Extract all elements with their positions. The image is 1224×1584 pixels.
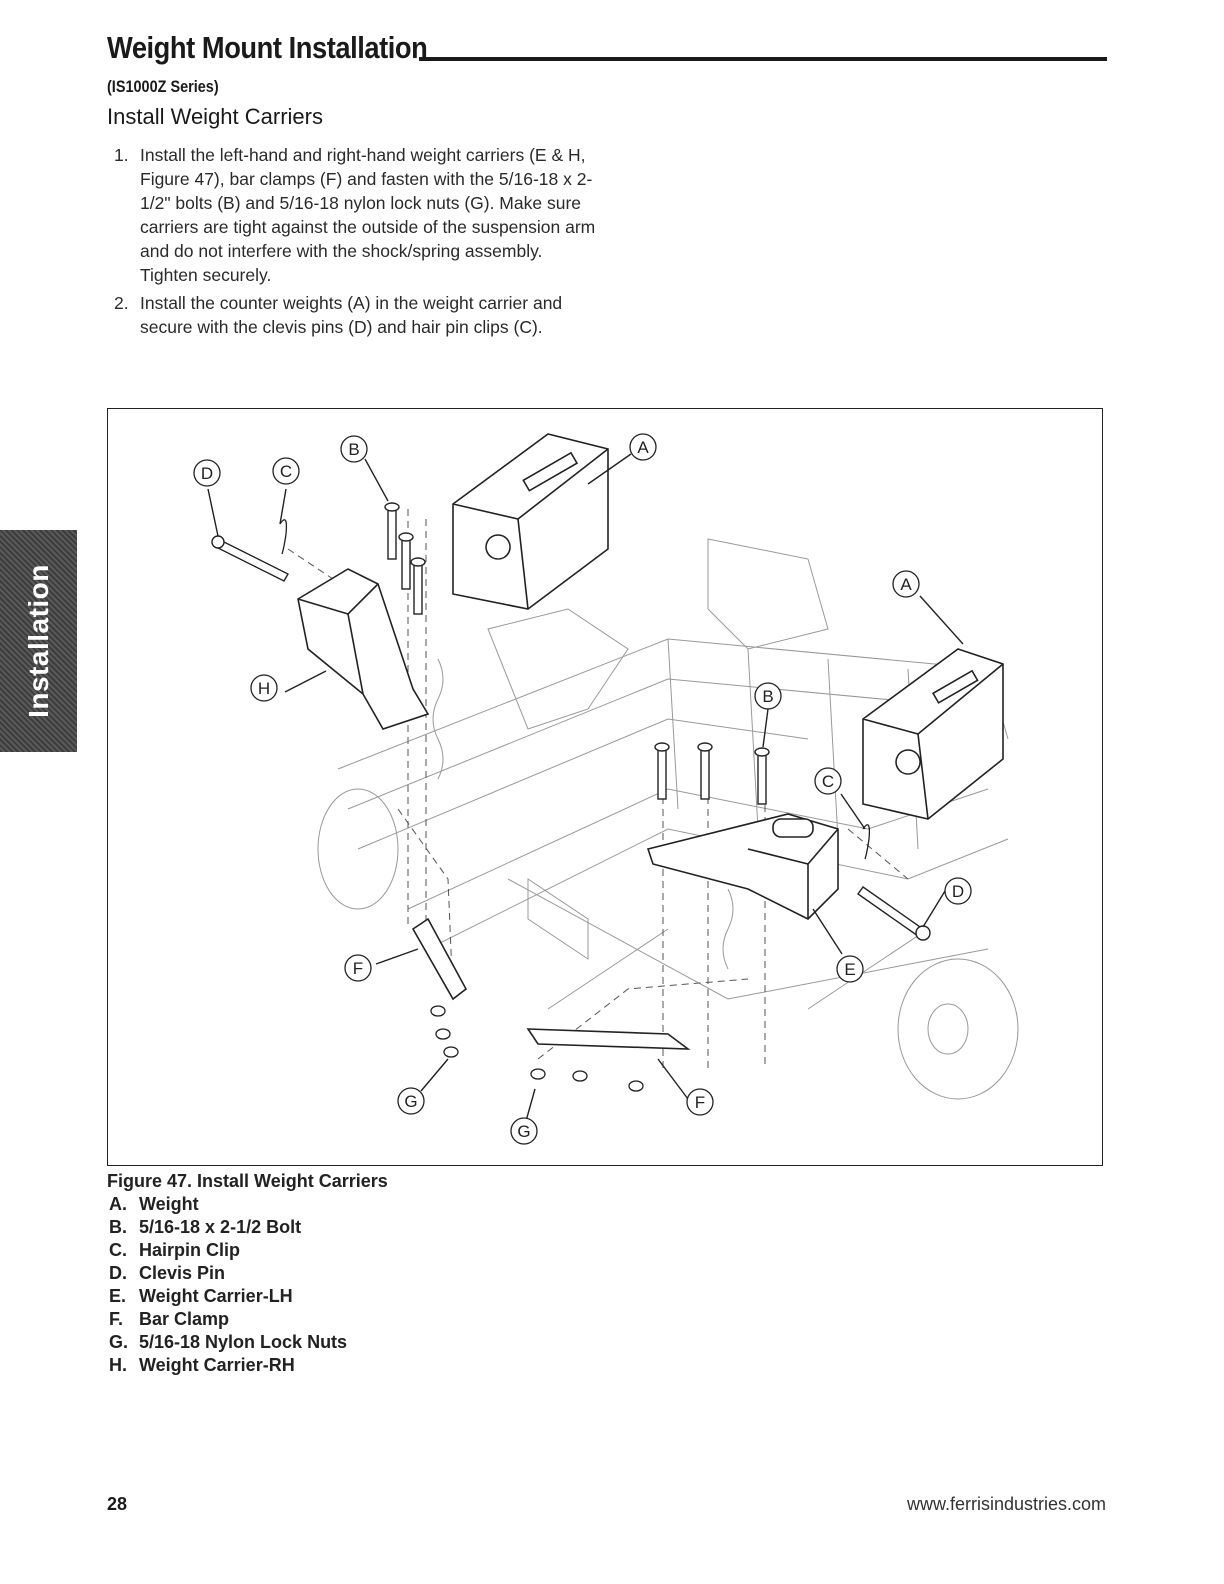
callout-b: B <box>348 440 359 459</box>
callout-f: F <box>353 959 363 978</box>
step-number: 1. <box>114 145 129 165</box>
legend-item: H. Weight Carrier-RH <box>107 1354 388 1377</box>
legend-key: A. <box>109 1194 127 1214</box>
legend-item: C. Hairpin Clip <box>107 1239 388 1262</box>
legend-label: 5/16-18 Nylon Lock Nuts <box>139 1332 348 1352</box>
step-text: Install the counter weights (A) in the w… <box>140 293 563 337</box>
legend-key: G. <box>109 1332 129 1352</box>
callout-g: G <box>404 1092 417 1111</box>
legend-label: 5/16-18 x 2-1/2 Bolt <box>139 1217 302 1237</box>
callout-f: F <box>695 1093 705 1112</box>
figure-47: D C B A A H B C D E F F G G <box>107 408 1103 1166</box>
legend-item: A. Weight <box>107 1193 388 1216</box>
legend-key: C. <box>109 1240 127 1260</box>
step-number: 2. <box>114 293 129 313</box>
figure-caption: Figure 47. Install Weight Carriers A. Wei… <box>107 1170 388 1377</box>
side-tab-label: Installation <box>22 564 54 718</box>
legend-item: D. Clevis Pin <box>107 1262 388 1285</box>
legend-label: Weight Carrier-RH <box>139 1355 295 1375</box>
section-side-tab: Installation <box>0 530 77 752</box>
callout-d: D <box>201 464 213 483</box>
callout-g: G <box>517 1122 530 1141</box>
legend-label: Weight <box>139 1194 199 1214</box>
callout-h: H <box>258 679 270 698</box>
callout-c: C <box>822 772 834 791</box>
section-heading: Install Weight Carriers <box>107 104 323 129</box>
page-title: Weight Mount Installation <box>107 30 428 65</box>
callout-d: D <box>952 882 964 901</box>
legend-item: E. Weight Carrier-LH <box>107 1285 388 1308</box>
instruction-step: 2. Install the counter weights (A) in th… <box>110 291 600 339</box>
instruction-step: 1. Install the left-hand and right-hand … <box>110 143 600 287</box>
callout-e: E <box>844 960 855 979</box>
callout-c: C <box>280 462 292 481</box>
page-title-block: Weight Mount Installation <box>107 32 1107 63</box>
legend-label: Bar Clamp <box>139 1309 230 1329</box>
installation-illustration: D C B A A H B C D E F F G G <box>193 433 1019 1145</box>
website-link[interactable]: www.ferrisindustries.com <box>906 1494 1106 1514</box>
legend-key: B. <box>109 1217 127 1237</box>
page-number: 28 <box>107 1494 128 1514</box>
legend-item: G. 5/16-18 Nylon Lock Nuts <box>107 1331 388 1354</box>
legend-key: E. <box>109 1286 127 1306</box>
legend-item: B. 5/16-18 x 2-1/2 Bolt <box>107 1216 388 1239</box>
legend-label: Clevis Pin <box>139 1263 226 1283</box>
legend-label: Weight Carrier-LH <box>139 1286 293 1306</box>
step-text: Install the left-hand and right-hand wei… <box>140 145 596 285</box>
callout-a: A <box>637 438 649 457</box>
callout-b: B <box>762 687 773 706</box>
legend-item: F. Bar Clamp <box>107 1308 388 1331</box>
title-rule <box>419 57 1107 61</box>
legend-key: H. <box>109 1355 127 1375</box>
legend-label: Hairpin Clip <box>139 1240 241 1260</box>
callout-a: A <box>900 575 912 594</box>
caption-title: Figure 47. Install Weight Carriers <box>107 1171 388 1191</box>
series-label: (IS1000Z Series) <box>107 77 219 96</box>
figure-callouts: D C B A A H B C D E F F G G <box>193 433 972 1145</box>
legend-key: D. <box>109 1263 127 1283</box>
instruction-list: 1. Install the left-hand and right-hand … <box>110 143 600 343</box>
legend-key: F. <box>109 1309 124 1329</box>
